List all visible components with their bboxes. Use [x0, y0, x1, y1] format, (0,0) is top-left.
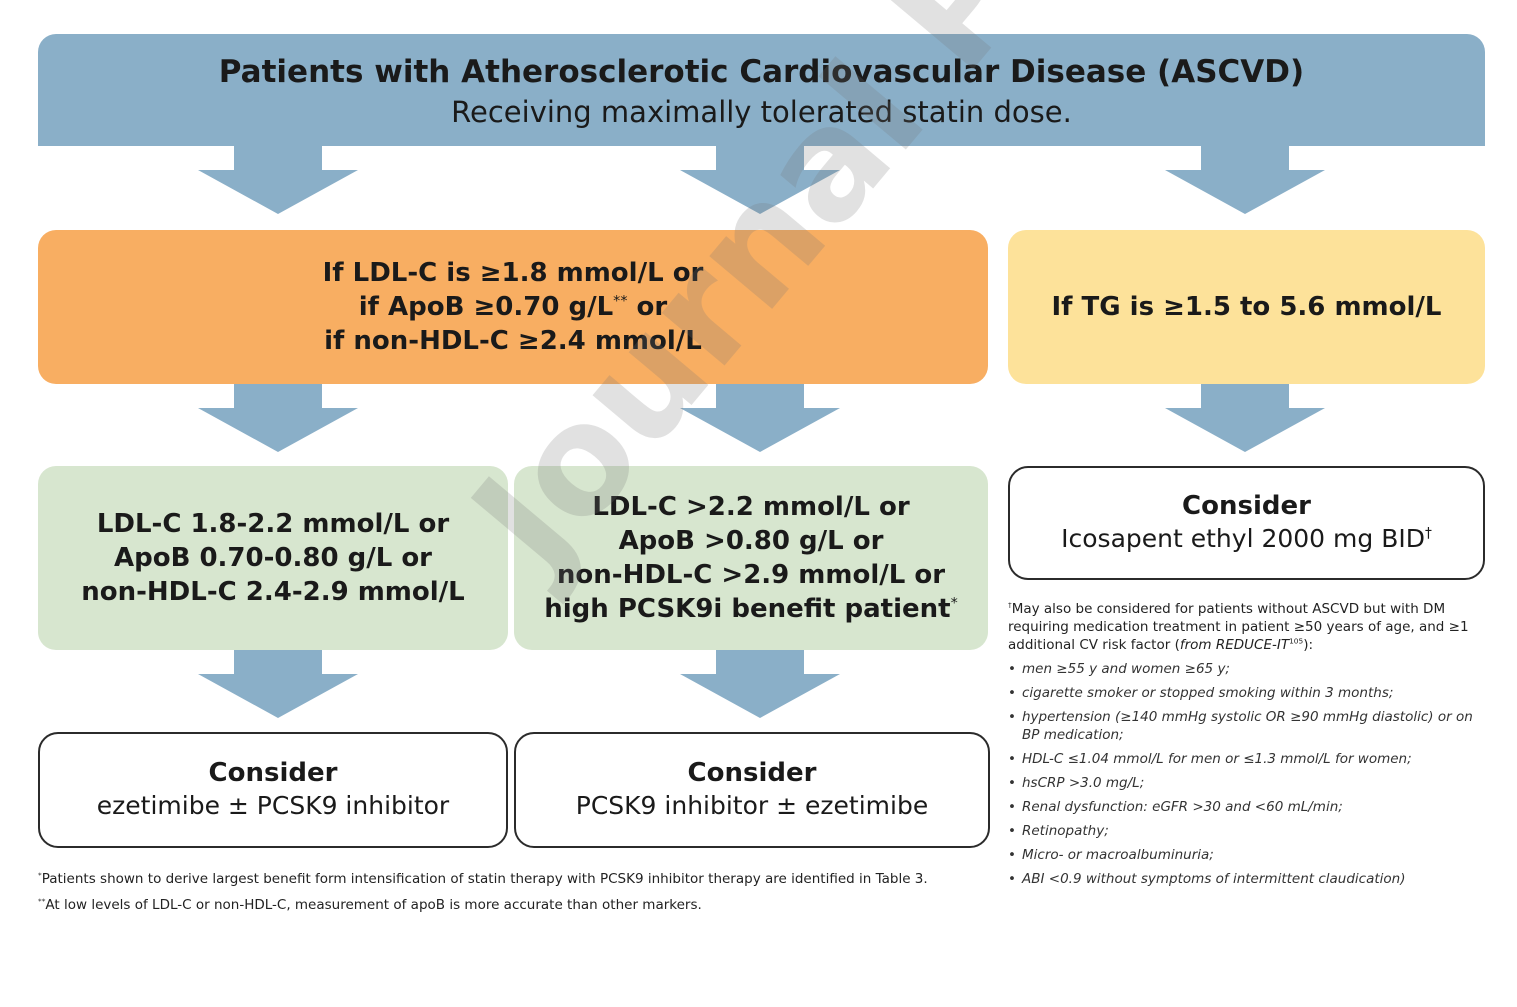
- list-item: ABI <0.9 without symptoms of intermitten…: [1008, 870, 1478, 888]
- ldl-threshold-box: If LDL-C is ≥1.8 mmol/L or if ApoB ≥0.70…: [38, 230, 988, 384]
- ldl-threshold-line: If LDL-C is ≥1.8 mmol/L or: [322, 258, 704, 288]
- consider-heading: Consider: [687, 758, 817, 788]
- icosapent-criteria-note: †May also be considered for patients wit…: [1008, 600, 1478, 894]
- arrow-down-icon: [1165, 146, 1325, 214]
- arrow-down-icon: [1165, 384, 1325, 452]
- arrow-down-icon: [680, 384, 840, 452]
- high-ldl-box: LDL-C >2.2 mmol/L or ApoB >0.80 g/L or n…: [514, 466, 988, 650]
- list-item: hypertension (≥140 mmHg systolic OR ≥90 …: [1008, 708, 1478, 744]
- consider-icosapent-box: Consider Icosapent ethyl 2000 mg BID†: [1008, 466, 1485, 580]
- apob-threshold-line: if ApoB ≥0.70 g/L** or: [358, 292, 668, 322]
- high-apob-line: ApoB >0.80 g/L or: [618, 526, 884, 556]
- arrow-down-icon: [680, 146, 840, 214]
- criteria-list: men ≥55 y and women ≥65 y; cigarette smo…: [1008, 660, 1478, 888]
- banner-title: Patients with Atherosclerotic Cardiovasc…: [218, 54, 1305, 90]
- list-item: Micro- or macroalbuminuria;: [1008, 846, 1478, 864]
- arrow-down-icon: [680, 650, 840, 718]
- moderate-ldl-box: LDL-C 1.8-2.2 mmol/L or ApoB 0.70-0.80 g…: [38, 466, 508, 650]
- list-item: hsCRP >3.0 mg/L;: [1008, 774, 1478, 792]
- tg-threshold-box: If TG is ≥1.5 to 5.6 mmol/L: [1008, 230, 1485, 384]
- footnote-pcsk9-benefit: *Patients shown to derive largest benefi…: [38, 870, 928, 887]
- moderate-non-hdl-line: non-HDL-C 2.4-2.9 mmol/L: [81, 577, 465, 607]
- consider-heading: Consider: [208, 758, 338, 788]
- list-item: HDL-C ≤1.04 mmol/L for men or ≤1.3 mmol/…: [1008, 750, 1478, 768]
- arrow-down-icon: [198, 384, 358, 452]
- arrow-down-icon: [198, 146, 358, 214]
- tg-threshold-text: If TG is ≥1.5 to 5.6 mmol/L: [1051, 292, 1442, 322]
- pcsk9i-benefit-line: high PCSK9i benefit patient*: [544, 594, 958, 624]
- consider-ezetimibe-box: Consider ezetimibe ± PCSK9 inhibitor: [38, 732, 508, 848]
- list-item: men ≥55 y and women ≥65 y;: [1008, 660, 1478, 678]
- banner-subtitle: Receiving maximally tolerated statin dos…: [451, 95, 1072, 129]
- criteria-intro: †May also be considered for patients wit…: [1008, 600, 1469, 653]
- consider-icosapent-text: Icosapent ethyl 2000 mg BID†: [1061, 524, 1432, 553]
- footnote-apob: **At low levels of LDL-C or non-HDL-C, m…: [38, 896, 702, 913]
- consider-pcsk9-text: PCSK9 inhibitor ± ezetimibe: [575, 791, 929, 820]
- moderate-ldl-line: LDL-C 1.8-2.2 mmol/L or: [96, 509, 450, 539]
- high-non-hdl-line: non-HDL-C >2.9 mmol/L or: [556, 560, 946, 590]
- list-item: Retinopathy;: [1008, 822, 1478, 840]
- consider-ezetimibe-text: ezetimibe ± PCSK9 inhibitor: [96, 791, 450, 820]
- high-ldl-line: LDL-C >2.2 mmol/L or: [592, 492, 910, 522]
- consider-heading: Consider: [1182, 491, 1311, 521]
- header-banner: Patients with Atherosclerotic Cardiovasc…: [38, 34, 1485, 146]
- moderate-apob-line: ApoB 0.70-0.80 g/L or: [113, 543, 433, 573]
- arrow-down-icon: [198, 650, 358, 718]
- list-item: Renal dysfunction: eGFR >30 and <60 mL/m…: [1008, 798, 1478, 816]
- non-hdl-threshold-line: if non-HDL-C ≥2.4 mmol/L: [324, 326, 702, 356]
- consider-pcsk9-box: Consider PCSK9 inhibitor ± ezetimibe: [514, 732, 990, 848]
- list-item: cigarette smoker or stopped smoking with…: [1008, 684, 1478, 702]
